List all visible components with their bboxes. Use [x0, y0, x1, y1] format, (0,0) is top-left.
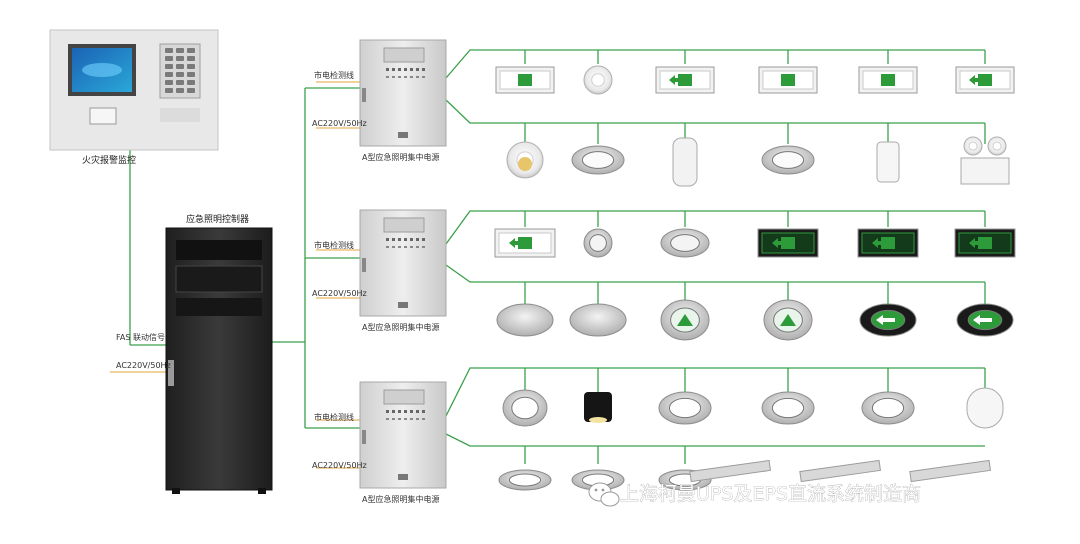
- controller-cabinet: 应急照明控制器 FAS 联动信号 AC220V/50Hz: [116, 213, 273, 494]
- linear-luminaire: [799, 459, 882, 483]
- unit-label: A型应急照明集中电源: [362, 322, 439, 332]
- luminaire: [571, 469, 625, 491]
- luminaire: [858, 66, 918, 94]
- luminaire: [758, 66, 818, 94]
- luminaire: [494, 228, 556, 258]
- cabinet-handle: [168, 360, 174, 386]
- luminaire: [583, 65, 613, 95]
- linear-luminaire: [689, 459, 772, 483]
- unit-label: A型应急照明集中电源: [362, 152, 439, 162]
- watermark: 上海柯曼UPS及EPS直流系统制造商: [588, 482, 921, 507]
- controller-title: 应急照明控制器: [186, 213, 249, 225]
- luminaire: [954, 228, 1016, 258]
- fire-alarm-panel: 火灾报警监控: [49, 29, 219, 166]
- luminaire: [757, 228, 819, 258]
- luminaire: [761, 145, 815, 175]
- luminaire: [569, 303, 627, 337]
- luminaire: [956, 303, 1014, 337]
- linear-luminaire: [909, 459, 992, 483]
- luminaire: [498, 469, 552, 491]
- fas-signal-label: FAS 联动信号: [116, 332, 165, 342]
- unit-ac-label: AC220V/50Hz: [312, 461, 367, 470]
- luminaire: [583, 228, 613, 258]
- luminaire: [495, 66, 555, 94]
- luminaire: [571, 145, 625, 175]
- controller-ac-label: AC220V/50Hz: [116, 361, 171, 370]
- luminaire: [857, 228, 919, 258]
- luminaire: [496, 303, 554, 337]
- luminaire: [960, 136, 1010, 185]
- luminaire: [502, 389, 548, 427]
- unit-ac-label: AC220V/50Hz: [312, 119, 367, 128]
- luminaire: [658, 391, 712, 425]
- luminaire: [660, 299, 710, 341]
- mains-detect-label: 市电检测线: [314, 70, 354, 80]
- luminaire: [660, 228, 710, 258]
- ac-feed-lines: [110, 81, 360, 469]
- luminaire: [584, 392, 612, 423]
- mains-detect-label: 市电检测线: [314, 240, 354, 250]
- luminaire: [861, 391, 915, 425]
- luminaire: [955, 66, 1015, 94]
- unit-label: A型应急照明集中电源: [362, 494, 439, 504]
- fire-panel-label: 火灾报警监控: [82, 154, 136, 166]
- luminaire: [506, 141, 544, 179]
- luminaire: [763, 299, 813, 341]
- wechat-icon: [588, 482, 620, 507]
- watermark-text: 上海柯曼UPS及EPS直流系统制造商: [620, 483, 921, 505]
- unit-ac-label: AC220V/50Hz: [312, 289, 367, 298]
- luminaire: [876, 141, 900, 183]
- luminaire: [655, 66, 715, 94]
- mains-detect-label: 市电检测线: [314, 412, 354, 422]
- luminaire: [761, 391, 815, 425]
- wiring: [129, 49, 986, 464]
- luminaire: [859, 303, 917, 337]
- luminaire: [672, 137, 698, 187]
- luminaire: [966, 387, 1004, 429]
